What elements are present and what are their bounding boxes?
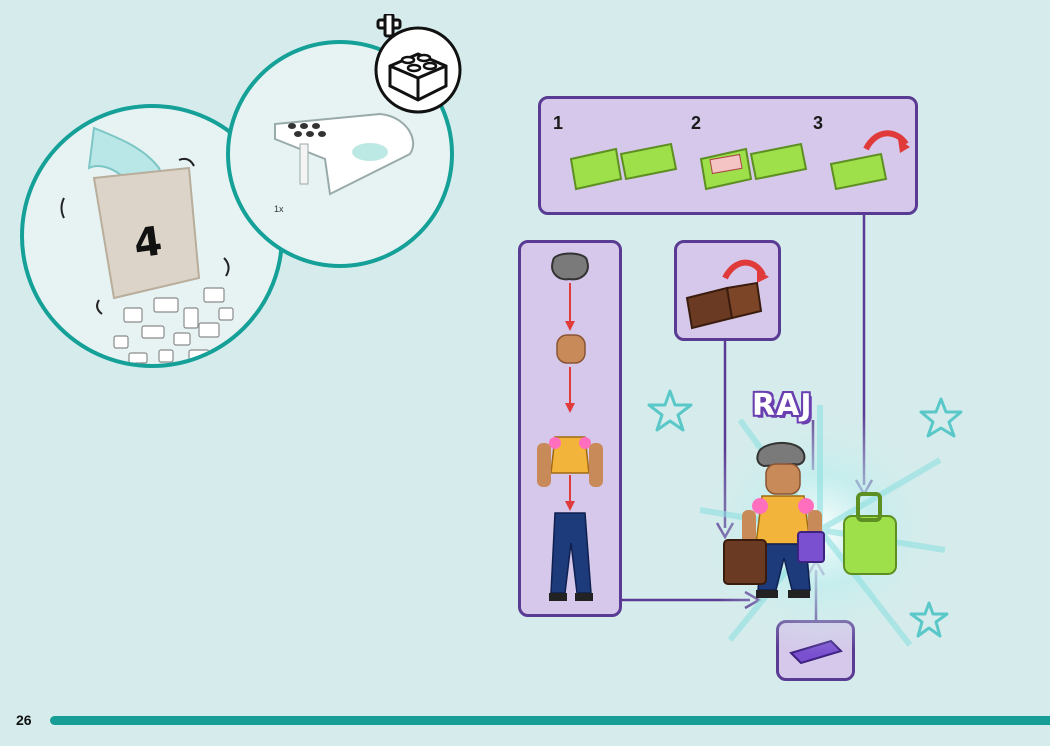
open-suitcase-green [569, 142, 678, 191]
brown-suitcase-closing [685, 259, 769, 330]
suitcase-with-clothes [699, 142, 808, 191]
figure-parts-illustration [537, 252, 603, 601]
brown-suitcase-panel [674, 240, 781, 341]
character-name: RAJ [752, 388, 813, 423]
page-number: 26 [16, 712, 32, 728]
step-number-2: 2 [691, 113, 702, 133]
brick-plus-icon [374, 14, 462, 114]
step-number-3: 3 [813, 113, 824, 133]
progress-bar [50, 716, 1050, 725]
wing-piece-illustration [274, 112, 415, 196]
new-brick-badge [368, 14, 468, 114]
bag-illustration [60, 126, 234, 364]
star-icon [909, 601, 949, 638]
suitcase-steps-panel: 1 2 3 [538, 96, 918, 215]
star-icon [647, 389, 693, 432]
star-icon [919, 397, 963, 438]
figure-assembly-panel [518, 240, 622, 617]
raj-minifigure [723, 442, 897, 598]
closing-suitcase [829, 130, 910, 191]
step-number-1: 1 [553, 113, 564, 133]
part-count: 1x [274, 204, 284, 214]
